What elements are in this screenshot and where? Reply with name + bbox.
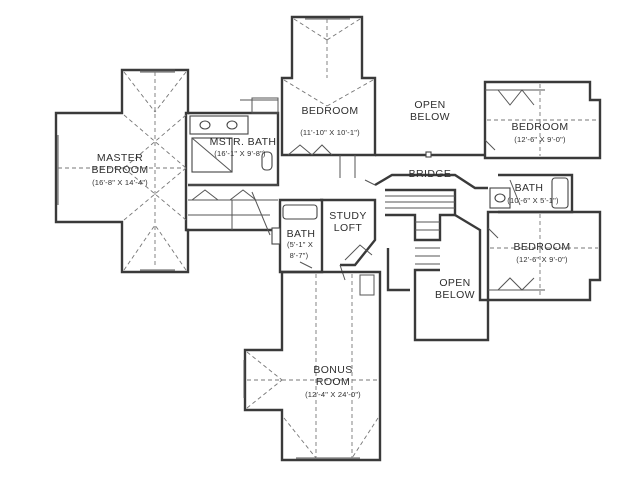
sink-icon bbox=[494, 193, 506, 203]
stairs bbox=[385, 188, 457, 292]
bonus-room-name-line-1: BONUS bbox=[313, 364, 352, 376]
bath-center-name: BATH bbox=[287, 228, 316, 240]
open-below-top-line-2: BELOW bbox=[410, 111, 450, 123]
bedroom-top-name: BEDROOM bbox=[301, 105, 358, 117]
room-labels: MASTER BEDROOM (16'-8" X 14'-4") MSTR. B… bbox=[91, 99, 570, 399]
bath-right-name: BATH bbox=[515, 182, 544, 194]
master-bath-dims: (16'-1" X 9'-8") bbox=[214, 149, 266, 158]
bridge-area bbox=[364, 151, 488, 190]
bath-center bbox=[271, 198, 324, 274]
bridge-name: BRIDGE bbox=[409, 168, 452, 180]
study-loft-line-2: LOFT bbox=[334, 222, 363, 234]
bath-right-dims: (10'-6" X 5'-1") bbox=[507, 196, 559, 205]
master-bath bbox=[186, 97, 280, 236]
bonus-room-name-line-2: ROOM bbox=[316, 376, 350, 388]
bath-center-dims-line-2: 8'-7") bbox=[290, 251, 309, 260]
bedroom-top-dims: (11'-10" X 10'-1") bbox=[300, 128, 360, 137]
bonus-room-dims: (12'-4" X 24'-0") bbox=[305, 390, 361, 399]
open-below-bottom-line-2: BELOW bbox=[435, 289, 475, 301]
bath-right bbox=[489, 173, 574, 214]
bedroom-top bbox=[280, 15, 377, 178]
master-bedroom-dims: (16'-8" X 14'-4") bbox=[92, 178, 148, 187]
open-below-top-line-1: OPEN bbox=[414, 99, 445, 111]
master-bath-name: MSTR. BATH bbox=[210, 136, 277, 148]
vanity-counter bbox=[271, 227, 281, 245]
bath-center-dims-line-1: (5'-1" X bbox=[287, 240, 313, 249]
bedroom-right-top-dims: (12'-6" X 9'-0") bbox=[514, 135, 566, 144]
open-below-bottom-line-1: OPEN bbox=[439, 277, 470, 289]
sink-icon bbox=[199, 120, 211, 130]
bedroom-right-bottom-dims: (12'-6" X 9'-0") bbox=[516, 255, 568, 264]
bedroom-right-bottom-name: BEDROOM bbox=[513, 241, 570, 253]
master-bedroom-name-line-2: BEDROOM bbox=[91, 164, 148, 176]
toilet-icon bbox=[261, 151, 273, 171]
bedroom-right-top-name: BEDROOM bbox=[511, 121, 568, 133]
vanity-counter bbox=[189, 115, 249, 135]
master-bedroom-name-line-1: MASTER bbox=[97, 152, 143, 164]
bedroom-right-top bbox=[483, 80, 602, 160]
sink-icon bbox=[226, 120, 238, 130]
bonus-room bbox=[243, 270, 382, 462]
open-below-bottom-area bbox=[413, 213, 490, 342]
tub-icon bbox=[551, 177, 569, 209]
study-loft-line-1: STUDY bbox=[329, 210, 367, 222]
tub-icon bbox=[282, 204, 318, 220]
